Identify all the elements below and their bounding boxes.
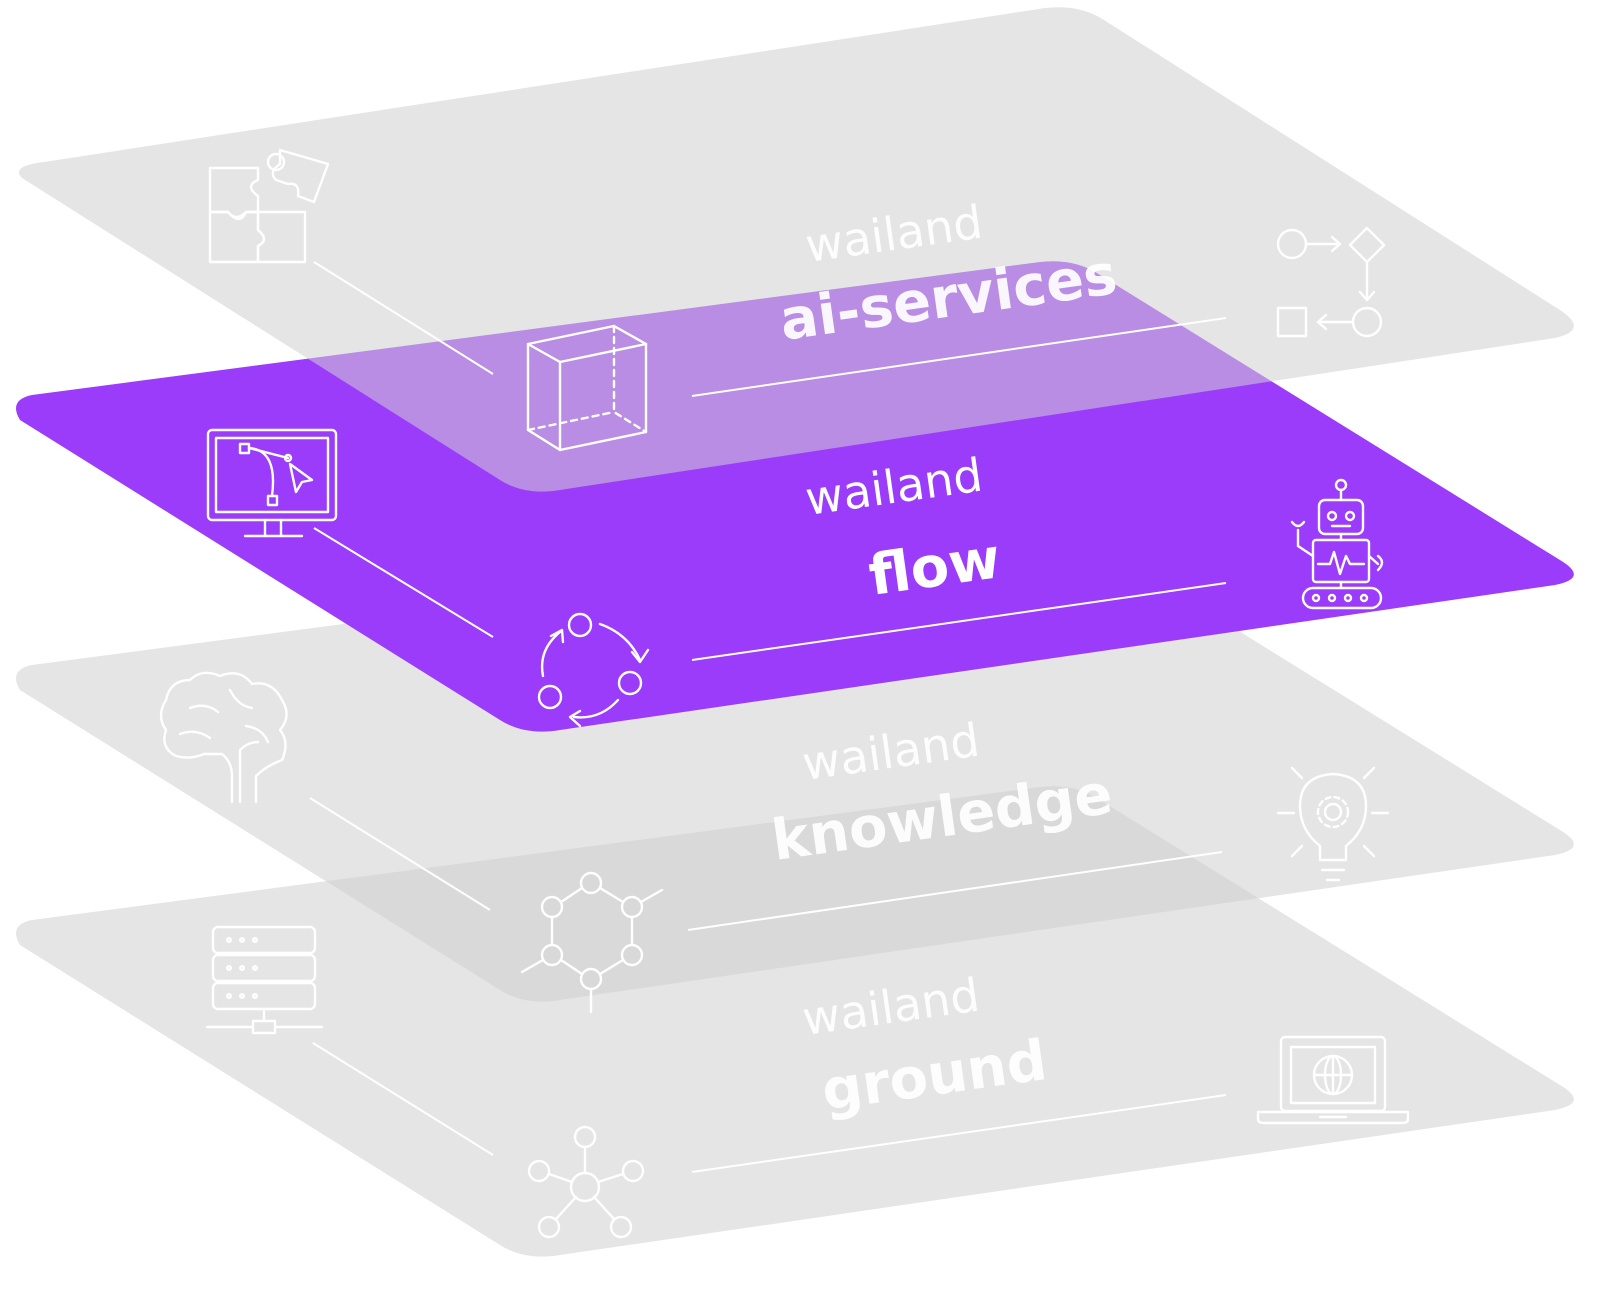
workflow-icon — [1276, 226, 1386, 338]
connector-line-right — [691, 1094, 1227, 1173]
connector-line-left — [312, 1042, 494, 1156]
cube-icon — [526, 324, 648, 452]
connector-line-left — [313, 261, 494, 375]
connector-line-left — [309, 797, 491, 911]
connector-line-right — [687, 851, 1223, 931]
brain-icon — [159, 671, 288, 804]
connector-line-right — [691, 582, 1227, 661]
server-icon — [205, 925, 324, 1035]
plate-ai-services — [18, 7, 1574, 492]
hex-network-icon — [520, 871, 664, 1014]
layer-ai-services[interactable]: wailand ai-services — [18, 7, 1574, 492]
puzzle-icon — [208, 148, 330, 264]
connector-line-right — [691, 317, 1227, 397]
monitor-bezier-icon — [206, 428, 338, 538]
laptop-globe-icon — [1256, 1035, 1410, 1125]
robot-icon — [1290, 478, 1384, 610]
connector-line-left — [313, 527, 494, 638]
lightbulb-gear-icon — [1276, 766, 1390, 882]
hub-network-icon — [527, 1125, 645, 1239]
cycle-icon — [537, 612, 650, 728]
